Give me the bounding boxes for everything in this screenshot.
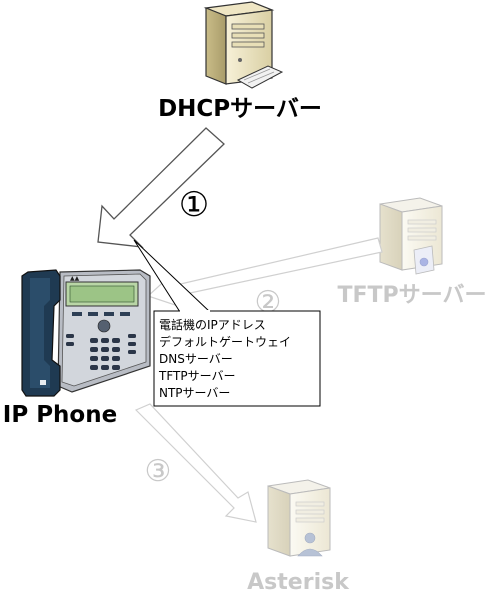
dhcp-server-label: DHCPサーバー bbox=[158, 96, 322, 122]
callout-item-dns-server: DNSサーバー bbox=[159, 352, 233, 366]
ip-phone-icon: ▲▲ bbox=[21, 269, 151, 397]
dhcp-info-callout: 電話機のIPアドレス デフォルトゲートウェイ DNSサーバー TFTPサーバー … bbox=[133, 239, 321, 407]
dhcp-server-icon bbox=[203, 1, 284, 89]
asterisk-server-icon bbox=[267, 479, 331, 557]
svg-text:▲▲: ▲▲ bbox=[70, 275, 80, 282]
ip-phone-label: IP Phone bbox=[3, 402, 117, 428]
tftp-server-label: TFTPサーバー bbox=[338, 283, 487, 308]
callout-item-ip-address: 電話機のIPアドレス bbox=[159, 317, 266, 332]
step-3-marker: ③ bbox=[145, 454, 172, 489]
callout-item-default-gateway: デフォルトゲートウェイ bbox=[159, 334, 291, 349]
dhcp-to-phone-arrow bbox=[97, 127, 225, 248]
callout-item-ntp-server: NTPサーバー bbox=[159, 386, 230, 400]
callout-item-tftp-server: TFTPサーバー bbox=[158, 369, 235, 383]
step-1-marker: ① bbox=[179, 185, 209, 225]
phone-to-asterisk-arrow bbox=[134, 403, 257, 523]
asterisk-label: Asterisk bbox=[247, 570, 350, 595]
tftp-server-icon bbox=[379, 197, 443, 275]
